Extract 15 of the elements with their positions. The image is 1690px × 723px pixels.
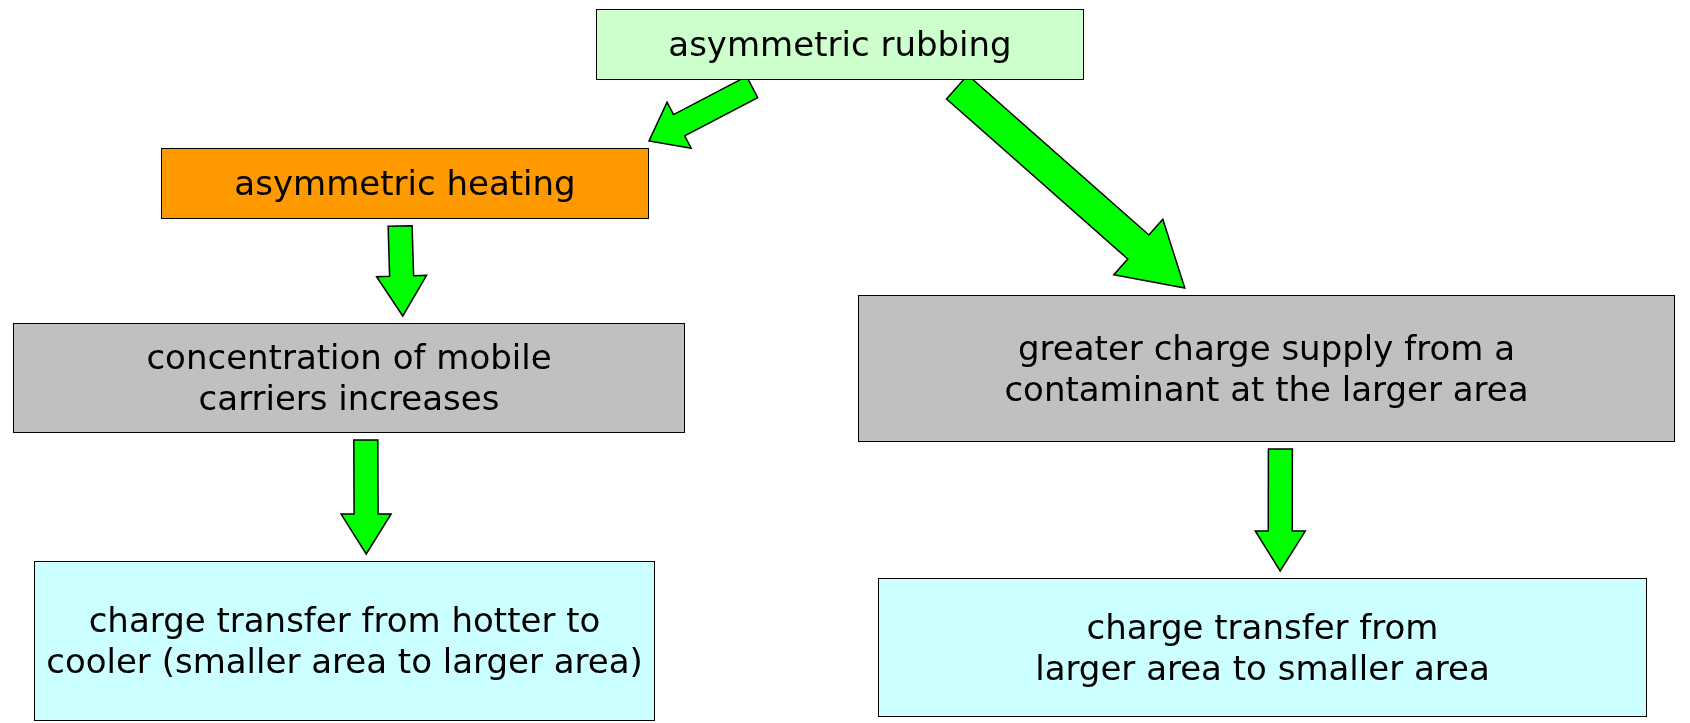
box-label: concentration of mobile carriers increases	[145, 337, 553, 419]
process-box	[161, 148, 649, 219]
block-arrow	[1253, 448, 1307, 573]
block-arrow	[375, 224, 428, 318]
process-box	[858, 295, 1675, 442]
box-label: greater charge supply from a contaminant at the larger area	[1003, 327, 1530, 410]
process-box	[34, 561, 655, 721]
box-label: asymmetric heating	[234, 163, 576, 204]
process-box	[13, 323, 685, 433]
box-label: charge transfer from hotter to cooler (smaller area to larger area)	[45, 600, 644, 682]
box-label: charge transfer from larger area to smaller area	[1034, 606, 1491, 689]
block-arrow	[339, 439, 393, 556]
process-box	[596, 9, 1084, 80]
box-label: asymmetric rubbing	[668, 24, 1012, 65]
process-box	[878, 578, 1647, 717]
